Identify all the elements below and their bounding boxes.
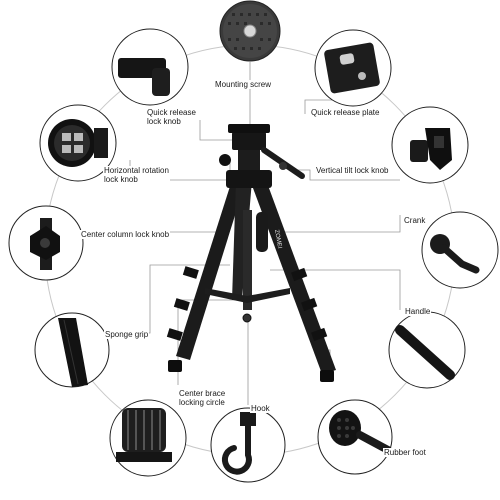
label-center-brace-line2: locking circle bbox=[179, 398, 225, 407]
tripod-icon: ZOMEI bbox=[166, 124, 336, 382]
label-hook: Hook bbox=[250, 404, 271, 413]
label-horizontal-rotation-lock-knob: Horizontal rotation lock knob bbox=[103, 166, 170, 184]
label-vertical-tilt-lock-knob: Vertical tilt lock knob bbox=[315, 166, 390, 175]
label-sponge-grip: Sponge grip bbox=[104, 330, 150, 339]
hook-icon bbox=[210, 407, 286, 483]
label-quick-release-lock-knob-line2: lock knob bbox=[147, 117, 181, 126]
label-quick-release-plate: Quick release plate bbox=[310, 108, 381, 117]
brand-text: ZOMEI bbox=[273, 229, 282, 249]
label-quick-release-lock-knob-line1: Quick release bbox=[147, 108, 196, 117]
horizontal-rotation-knob-icon bbox=[39, 104, 117, 182]
label-horizontal-rotation-line2: lock knob bbox=[104, 175, 138, 184]
mounting-screw-icon bbox=[219, 0, 281, 62]
crank-icon bbox=[421, 211, 499, 289]
rubber-foot-icon bbox=[317, 399, 393, 475]
handle-icon bbox=[388, 311, 466, 389]
center-brace-circle-icon bbox=[109, 399, 187, 477]
label-center-column-lock-knob: Center column lock knob bbox=[80, 230, 171, 239]
label-crank: Crank bbox=[403, 216, 427, 225]
label-horizontal-rotation-line1: Horizontal rotation bbox=[104, 166, 169, 175]
vertical-tilt-knob-icon bbox=[391, 106, 469, 184]
quick-release-plate-icon bbox=[314, 29, 392, 107]
label-rubber-foot: Rubber foot bbox=[383, 448, 427, 457]
sponge-grip-icon bbox=[34, 312, 110, 388]
center-column-knob-icon bbox=[8, 205, 84, 281]
label-quick-release-lock-knob: Quick release lock knob bbox=[146, 108, 197, 126]
label-center-brace-line1: Center brace bbox=[179, 389, 226, 398]
label-handle: Handle bbox=[404, 307, 432, 316]
quick-release-lock-knob-icon bbox=[111, 28, 189, 106]
label-mounting-screw: Mounting screw bbox=[214, 80, 273, 89]
label-center-brace-locking-circle: Center brace locking circle bbox=[178, 389, 227, 407]
